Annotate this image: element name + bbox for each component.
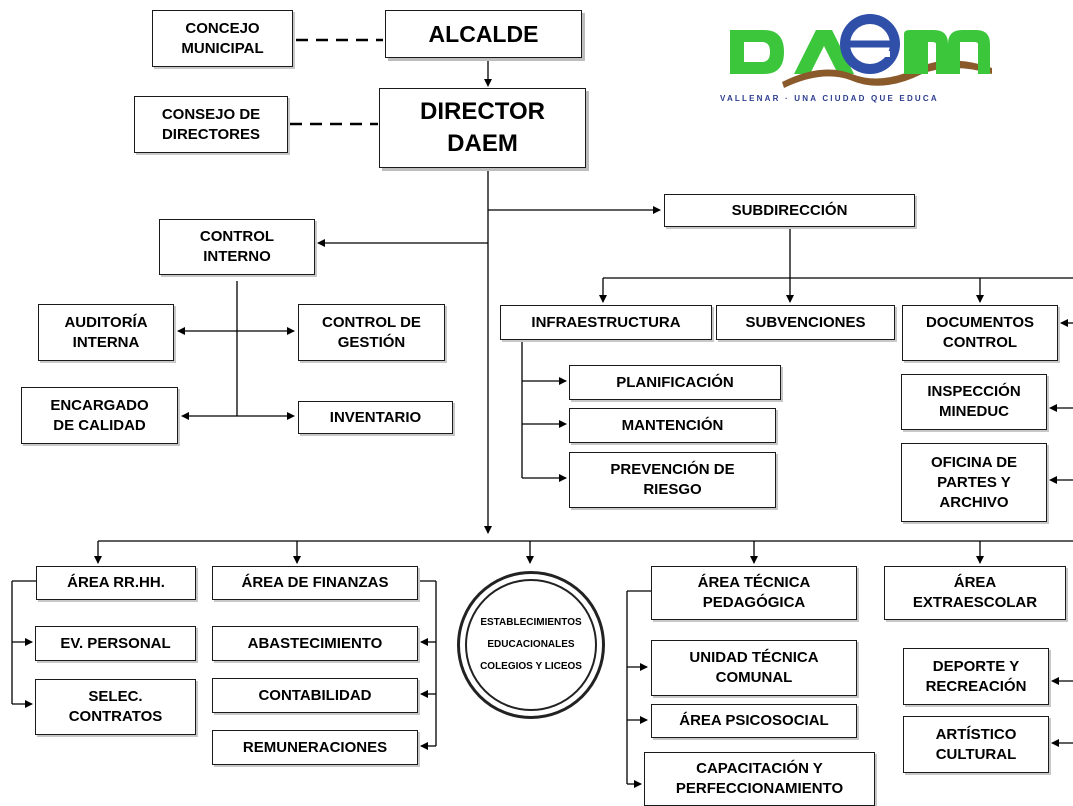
contabilidad-box: CONTABILIDAD: [212, 678, 418, 713]
unidad-tecnica-box: UNIDAD TÉCNICA COMUNAL: [651, 640, 857, 696]
subdireccion-box: SUBDIRECCIÓN: [664, 194, 915, 227]
control-interno-box: CONTROL INTERNO: [159, 219, 315, 275]
infraestructura-box: INFRAESTRUCTURA: [500, 305, 712, 340]
artistico-cultural-box: ARTÍSTICO CULTURAL: [903, 716, 1049, 773]
prevencion-riesgo-box: PREVENCIÓN DE RIESGO: [569, 452, 776, 508]
area-psicosocial-box: ÁREA PSICOSOCIAL: [651, 704, 857, 738]
inspeccion-mineduc-box: INSPECCIÓN MINEDUC: [901, 374, 1047, 430]
deporte-recreacion-box: DEPORTE Y RECREACIÓN: [903, 648, 1049, 705]
daem-logo-mark: [730, 14, 992, 88]
consejo-directores-box: CONSEJO DE DIRECTORES: [134, 96, 288, 153]
control-gestion-box: CONTROL DE GESTIÓN: [298, 304, 445, 361]
director-daem-box: DIRECTOR DAEM: [379, 88, 586, 168]
subvenciones-box: SUBVENCIONES: [716, 305, 895, 340]
encargado-calidad-box: ENCARGADO DE CALIDAD: [21, 387, 178, 444]
abastecimiento-box: ABASTECIMIENTO: [212, 626, 418, 661]
logo-tagline: VALLENAR · UNA CIUDAD QUE EDUCA: [720, 94, 939, 103]
capacitacion-box: CAPACITACIÓN Y PERFECCIONAMIENTO: [644, 752, 875, 806]
selec-contratos-box: SELEC. CONTRATOS: [35, 679, 196, 735]
alcalde-box: ALCALDE: [385, 10, 582, 58]
daem-logo: VALLENAR · UNA CIUDAD QUE EDUCA: [720, 8, 1002, 108]
oficina-partes-box: OFICINA DE PARTES Y ARCHIVO: [901, 443, 1047, 522]
ev-personal-box: EV. PERSONAL: [35, 626, 196, 661]
establecimientos-circle: ESTABLECIMIENTOS EDUCACIONALES COLEGIOS …: [457, 571, 605, 719]
establecimientos-label: ESTABLECIMIENTOS EDUCACIONALES COLEGIOS …: [480, 617, 582, 672]
establecimientos-inner: ESTABLECIMIENTOS EDUCACIONALES COLEGIOS …: [465, 579, 597, 711]
area-finanzas-box: ÁREA DE FINANZAS: [212, 566, 418, 600]
remuneraciones-box: REMUNERACIONES: [212, 730, 418, 765]
auditoria-interna-box: AUDITORÍA INTERNA: [38, 304, 174, 361]
area-extraescolar-box: ÁREA EXTRAESCOLAR: [884, 566, 1066, 620]
documentos-control-box: DOCUMENTOS CONTROL: [902, 305, 1058, 361]
planificacion-box: PLANIFICACIÓN: [569, 365, 781, 400]
concejo-municipal-box: CONCEJO MUNICIPAL: [152, 10, 293, 67]
mantencion-box: MANTENCIÓN: [569, 408, 776, 443]
area-tecnica-box: ÁREA TÉCNICA PEDAGÓGICA: [651, 566, 857, 620]
area-rrhh-box: ÁREA RR.HH.: [36, 566, 196, 600]
inventario-box: INVENTARIO: [298, 401, 453, 434]
